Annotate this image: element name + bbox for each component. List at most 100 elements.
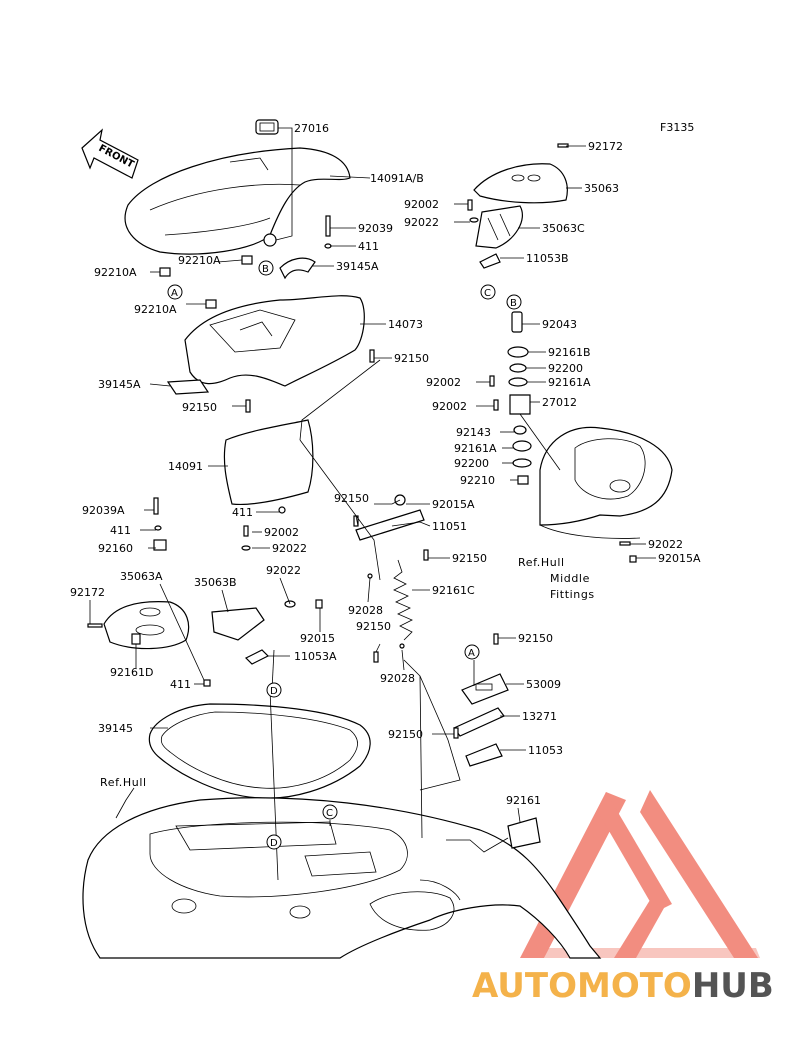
part-label: 39145A <box>98 378 141 391</box>
part-label: 35063A <box>120 570 163 583</box>
part-label: 92002 <box>426 376 461 389</box>
callout-D-left: D <box>266 682 282 698</box>
seat-cover-14091 <box>124 147 351 255</box>
washer-stack <box>507 311 532 485</box>
part-label: 14073 <box>388 318 423 331</box>
part-label: 92015 <box>300 632 335 645</box>
seat-cap-27016 <box>255 119 279 247</box>
callout-letter: C <box>484 288 491 299</box>
part-label: 13271 <box>522 710 557 723</box>
figure-code: F3135 <box>660 121 694 134</box>
ref-hull-note: Ref.Hull <box>100 776 147 789</box>
part-label: 39145A <box>336 260 379 273</box>
lid-35063 <box>473 163 568 204</box>
watermark-hub: HUB <box>691 966 774 1006</box>
part-label: 92002 <box>404 198 439 211</box>
part-label: 11053A <box>294 650 337 663</box>
part-label: 92160 <box>98 542 133 555</box>
hinge-35063B <box>211 607 265 641</box>
callout-letter: A <box>171 288 178 299</box>
part-label: 92210 <box>460 474 495 487</box>
watermark-text: AUTOMOTOHUB <box>472 966 774 1006</box>
callout-letter: A <box>468 648 475 659</box>
part-label: 27016 <box>294 122 329 135</box>
part-label: 92150 <box>518 632 553 645</box>
decal-92161 <box>507 817 541 849</box>
part-label: 92161A <box>454 442 497 455</box>
part-label: 92210A <box>94 266 137 279</box>
ref-hull-middle-fittings: Ref.Hull Middle Fittings <box>518 556 595 601</box>
part-label: 92022 <box>404 216 439 229</box>
part-label: 92022 <box>648 538 683 551</box>
fasteners <box>87 143 637 739</box>
part-label: 92172 <box>70 586 105 599</box>
part-label: 11051 <box>432 520 467 533</box>
part-label: 92015A <box>658 552 701 565</box>
leader-lines <box>89 127 656 881</box>
part-label: 92150 <box>334 492 369 505</box>
hull <box>82 797 602 959</box>
part-label: 35063 <box>584 182 619 195</box>
seat-base-14073 <box>184 295 365 387</box>
cover-14091 <box>223 419 314 505</box>
callout-C-hull: C <box>322 804 338 820</box>
part-label: 92150 <box>394 352 429 365</box>
spring-strut-92161C <box>355 494 425 641</box>
part-label: 92150 <box>182 401 217 414</box>
ref-note-line: Fittings <box>550 588 595 601</box>
callout-C-top: C <box>480 284 496 300</box>
part-label: 411 <box>232 506 253 519</box>
front-arrow: FRONT <box>81 128 139 179</box>
callout-B-top: B <box>258 260 274 276</box>
part-label: 92161D <box>110 666 153 679</box>
part-label: 11053 <box>528 744 563 757</box>
part-label: 92172 <box>588 140 623 153</box>
callout-letter: C <box>326 808 333 819</box>
part-label: 35063B <box>194 576 237 589</box>
part-label: 92002 <box>432 400 467 413</box>
bracket-11053B <box>479 253 501 269</box>
watermark-auto: AUTO <box>472 966 577 1006</box>
lid-35063A <box>103 601 190 650</box>
part-label: 92150 <box>452 552 487 565</box>
part-label: 92015A <box>432 498 475 511</box>
callout-B-right: B <box>506 294 522 310</box>
ref-note-line: Ref.Hull <box>518 556 565 569</box>
callout-letter: B <box>510 298 517 309</box>
part-label: 92022 <box>266 564 301 577</box>
callout-letter: D <box>270 686 278 697</box>
watermark-moto: MOTO <box>576 966 692 1006</box>
callout-A-latch: A <box>464 644 480 660</box>
bracket-11053A <box>244 649 270 665</box>
part-label: 92143 <box>456 426 491 439</box>
callout-letter: D <box>270 838 278 849</box>
part-label: 411 <box>358 240 379 253</box>
part-label: 92200 <box>548 362 583 375</box>
part-label: 92161B <box>548 346 591 359</box>
part-label: 27012 <box>542 396 577 409</box>
strap-39145A-upper <box>279 257 316 280</box>
bracket-11053 <box>465 743 503 767</box>
hinge-35063C <box>475 205 523 249</box>
part-label: 92150 <box>388 728 423 741</box>
plate-13271 <box>453 707 505 737</box>
part-label: 39145 <box>98 722 133 735</box>
part-label: 14091 <box>168 460 203 473</box>
part-label: 92210A <box>134 303 177 316</box>
part-label: 92039 <box>358 222 393 235</box>
gasket-39145 <box>148 703 371 799</box>
part-label: 92161 <box>506 794 541 807</box>
part-label: 92043 <box>542 318 577 331</box>
part-label: 92150 <box>356 620 391 633</box>
part-label: 92039A <box>82 504 125 517</box>
part-label: 92028 <box>348 604 383 617</box>
part-label: 11053B <box>526 252 569 265</box>
ref-note-line: Middle <box>550 572 590 585</box>
part-label: 92002 <box>264 526 299 539</box>
callout-A-top: A <box>167 284 183 300</box>
part-label: 411 <box>170 678 191 691</box>
middle-fittings-housing <box>539 426 673 539</box>
strap-39145A-lower <box>166 379 210 395</box>
part-label: 92200 <box>454 457 489 470</box>
